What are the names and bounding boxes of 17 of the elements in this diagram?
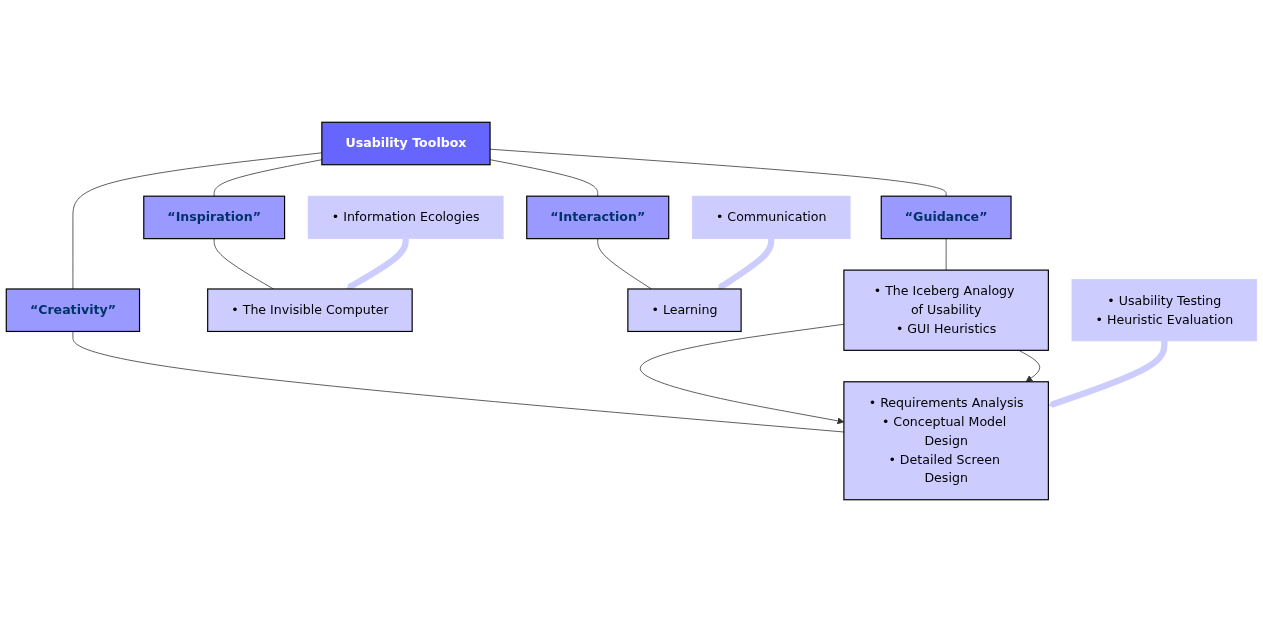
node-box: • The Invisible Computer (207, 288, 413, 333)
connector (213, 238, 274, 290)
connector (597, 238, 652, 290)
node-box: • Requirements Analysis • Conceptual Model Design • Detailed Screen Design (843, 381, 1049, 501)
node-box: “Inspiration” (143, 195, 286, 240)
arrow (1048, 340, 1168, 408)
node-box: Usability Toolbox (321, 121, 491, 166)
node-box: “Guidance” (880, 195, 1012, 240)
node-box: • Communication (691, 195, 851, 240)
node-box: • Usability Testing • Heuristic Evaluation (1071, 279, 1258, 342)
node-box: • Information Ecologies (307, 195, 504, 240)
connector (945, 238, 947, 271)
node-box: • The Iceberg Analogy of Usability • GUI Heuristics (843, 269, 1049, 351)
node-box: “Creativity” (5, 288, 141, 333)
node-box: “Interaction” (526, 195, 670, 240)
arrow (717, 238, 775, 290)
node-box: • Learning (627, 288, 742, 333)
